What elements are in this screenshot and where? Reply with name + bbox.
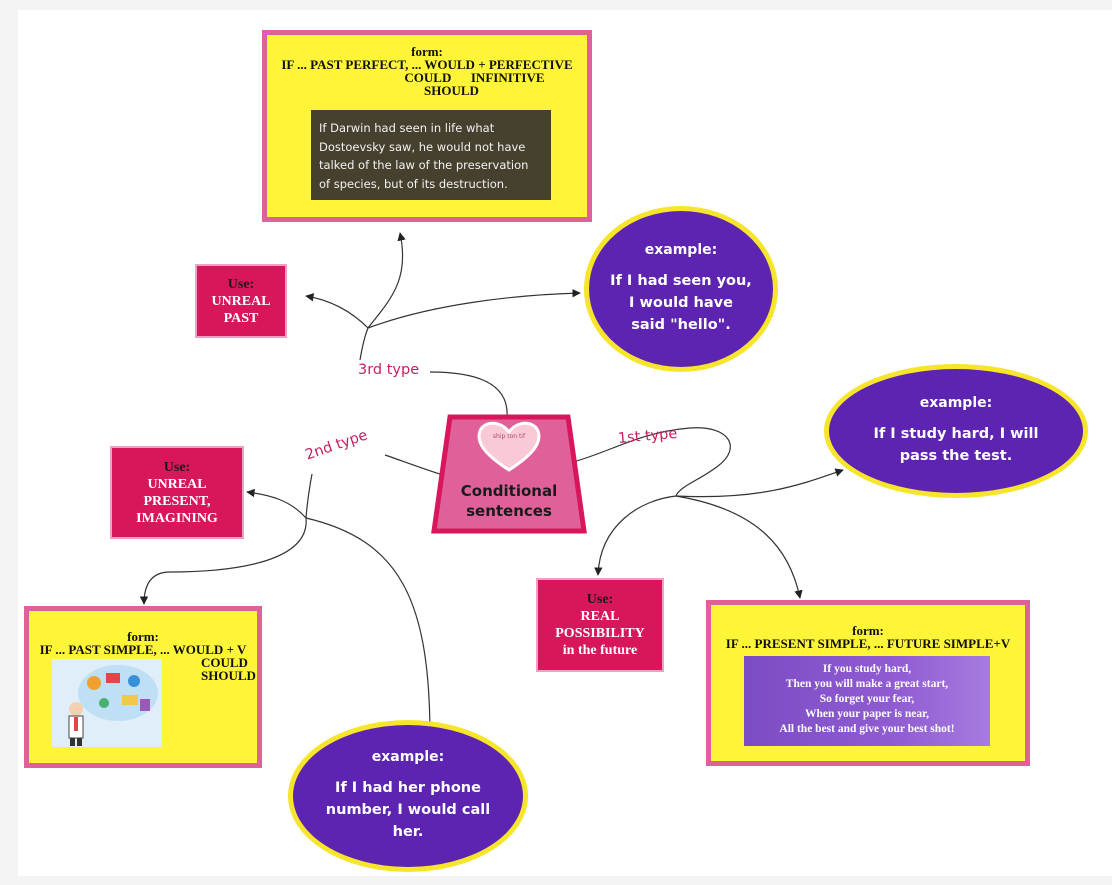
form-line: COULD INFINITIVE [404, 70, 545, 85]
form-title: form: [852, 623, 884, 638]
example-line: her. [392, 824, 424, 840]
first-type-example-bubble: example: If I study hard, I will pass th… [824, 364, 1088, 498]
quote-line: of species, but of its destruction. [319, 176, 508, 191]
heart-caption: ship ton tif [492, 433, 526, 440]
example-line: If I had seen you, [610, 273, 752, 289]
use-line: PAST [223, 310, 259, 326]
example-line: number, I would call [325, 802, 491, 818]
center-title-line: Conditional [460, 482, 558, 500]
use-line: IMAGINING [136, 510, 218, 526]
form-line: SHOULD [424, 83, 479, 98]
form-title: form: [411, 44, 443, 59]
example-line: said "hello". [631, 317, 731, 333]
example-title: example: [371, 749, 445, 765]
third-type-label: 3rd type [358, 362, 420, 378]
form-line: IF ... PAST PERFECT, ... WOULD + PERFECT… [281, 57, 573, 72]
third-type-use-box: Use: UNREAL PAST [195, 264, 287, 338]
poem-line: If you study hard, [822, 663, 912, 675]
form-line: SHOULD [201, 668, 256, 683]
use-line: REAL [580, 609, 620, 624]
quote-line: talked of the law of the preservation [319, 158, 529, 172]
use-line: UNREAL [211, 293, 271, 309]
quote-line: Dostoevsky saw, he would not have [319, 139, 526, 154]
poem-line: All the best and give your best shot! [779, 723, 955, 735]
form-line: IF ... PRESENT SIMPLE, ... FUTURE SIMPLE… [725, 636, 1011, 651]
poem-line: Then you will make a great start, [785, 678, 949, 690]
second-type-use-box: Use: UNREAL PRESENT, IMAGINING [110, 446, 244, 539]
example-title: example: [644, 242, 718, 258]
center-title: Conditional sentences [440, 481, 578, 521]
form-title: form: [127, 629, 159, 644]
poem-line: When your paper is near, [804, 708, 930, 720]
form-line: COULD [201, 655, 248, 670]
darwin-quote-image: If Darwin had seen in life what Dostoevs… [311, 110, 551, 200]
study-poem-image: If you study hard, Then you will make a … [744, 656, 990, 746]
use-title: Use: [163, 459, 191, 475]
heart-icon [477, 421, 541, 472]
use-line: UNREAL [147, 476, 207, 492]
example-line: If I had her phone [335, 780, 481, 796]
first-type-use-box: Use: REAL POSSIBILITY in the future [536, 578, 664, 672]
use-line: PRESENT, [143, 493, 211, 509]
third-type-example-bubble: example: If I had seen you, I would have… [584, 206, 778, 372]
example-line: If I study hard, I will [873, 426, 1039, 442]
example-line: pass the test. [899, 448, 1013, 464]
use-title: Use: [227, 276, 255, 292]
thinking-person-illustration [52, 659, 162, 747]
quote-line: If Darwin had seen in life what [319, 121, 495, 135]
use-line: POSSIBILITY [555, 626, 645, 641]
center-node [431, 414, 587, 534]
example-line: I would have [629, 295, 733, 311]
form-line: IF ... PAST SIMPLE, ... WOULD + V [39, 642, 247, 657]
example-title: example: [919, 395, 993, 411]
use-line: in the future [562, 643, 638, 658]
second-type-example-bubble: example: If I had her phone number, I wo… [288, 720, 528, 872]
use-title: Use: [586, 592, 614, 607]
center-title-line: sentences [466, 502, 552, 520]
poem-line: So forget your fear, [819, 693, 915, 705]
